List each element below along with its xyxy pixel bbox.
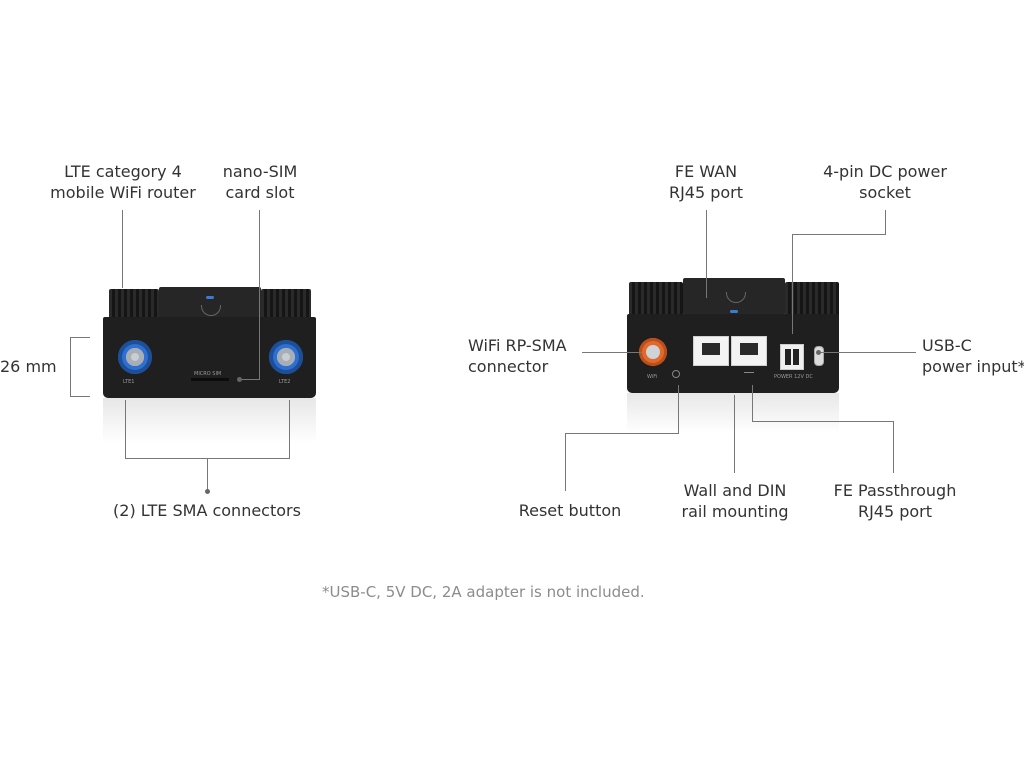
lte1-sma-connector xyxy=(118,340,152,374)
height-dim-bottom xyxy=(70,396,90,397)
fe-passthrough-label: FE Passthrough RJ45 port xyxy=(833,481,957,521)
lte-sma-bracket-right xyxy=(289,400,290,458)
lte2-sma-connector xyxy=(269,340,303,374)
height-label: 26 mm xyxy=(0,357,57,376)
fe-pass-callout-h xyxy=(752,421,894,422)
reset-label: Reset button xyxy=(518,501,622,520)
nano-sim-callout-h xyxy=(240,379,260,380)
power-marking: POWER 12V DC xyxy=(774,374,813,380)
lte1-marking: LTE1 xyxy=(123,379,135,385)
reset-callout-v xyxy=(678,385,679,433)
lte-sma-callout xyxy=(207,458,208,491)
reset-callout-down xyxy=(565,433,566,491)
fe-passthrough-port xyxy=(731,336,767,366)
nano-sim-callout-v xyxy=(259,210,260,380)
dc-power-callout-v1 xyxy=(885,210,886,235)
passthrough-arrow-icon xyxy=(744,372,754,373)
nano-sim-slot xyxy=(191,378,229,381)
router-rear-body: WiFi POWER 12V DC xyxy=(627,278,839,393)
lte-sma-callout-dot xyxy=(205,489,210,494)
status-led xyxy=(206,296,214,299)
fe-wan-label: FE WAN RJ45 port xyxy=(668,162,744,202)
wifi-marking: WiFi xyxy=(647,374,658,380)
lte-sma-bracket-left xyxy=(125,400,126,458)
router-front-body: LTE1 LTE2 MICRO SIM xyxy=(103,283,316,398)
usbc-port xyxy=(814,346,824,366)
front-reflection xyxy=(103,398,316,443)
sim-marking: MICRO SIM xyxy=(194,371,222,377)
heatsink-left xyxy=(109,289,159,319)
fe-wan-port xyxy=(693,336,729,366)
lte-sma-label: (2) LTE SMA connectors xyxy=(113,501,301,520)
nano-sim-callout-dot xyxy=(237,377,242,382)
usbc-callout xyxy=(818,352,916,353)
footnote: *USB-C, 5V DC, 2A adapter is not include… xyxy=(322,583,645,601)
lte-router-callout xyxy=(122,210,123,288)
fe-pass-callout-v2 xyxy=(893,421,894,473)
fe-wan-callout xyxy=(706,210,707,298)
lte2-marking: LTE2 xyxy=(279,379,291,385)
dc-power-socket xyxy=(780,344,804,370)
dc-power-callout-h xyxy=(792,234,886,235)
wall-din-label: Wall and DIN rail mounting xyxy=(681,481,789,521)
reset-icon xyxy=(672,370,680,378)
wifi-rpsma-connector xyxy=(639,338,667,366)
wall-din-callout xyxy=(734,395,735,473)
nano-sim-label: nano-SIM card slot xyxy=(222,162,298,202)
height-dim-vertical xyxy=(70,337,71,397)
status-led xyxy=(730,310,738,313)
fe-pass-callout-v1 xyxy=(752,385,753,422)
usbc-callout-dot xyxy=(816,350,821,355)
reset-callout-h xyxy=(565,433,679,434)
heatsink-left xyxy=(629,282,683,316)
rear-reflection xyxy=(627,393,839,433)
heatsink-right xyxy=(261,289,311,319)
dc-power-label: 4-pin DC power socket xyxy=(823,162,947,202)
wifi-rpsma-callout xyxy=(582,352,642,353)
lte-router-label: LTE category 4 mobile WiFi router xyxy=(50,162,196,202)
height-dim-top xyxy=(70,337,90,338)
heatsink-right xyxy=(785,282,839,316)
usbc-power-label: USB-C power input* xyxy=(922,336,1024,376)
wifi-rpsma-label: WiFi RP-SMA connector xyxy=(468,336,567,376)
dc-power-callout-v2 xyxy=(792,234,793,334)
